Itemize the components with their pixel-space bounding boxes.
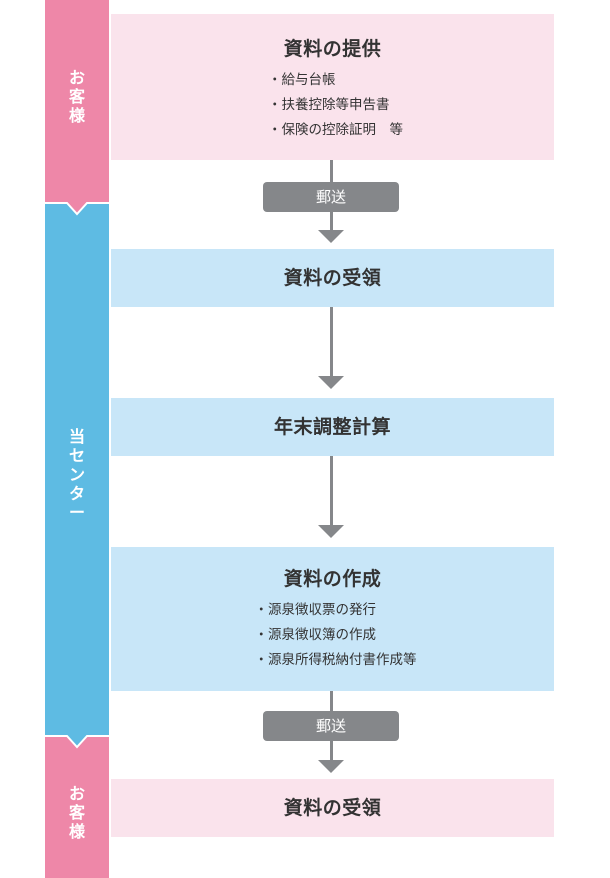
lane-char: タ <box>68 484 85 503</box>
lane-label-customer: お 客 様 <box>45 784 109 841</box>
step-item: 給与台帳 <box>268 68 403 93</box>
lane-customer-bottom: お 客 様 <box>45 736 109 878</box>
step-item: 保険の控除証明 等 <box>268 118 404 143</box>
step-items: 給与台帳 扶養控除等申告書 保険の控除証明 等 <box>268 68 404 143</box>
lane-char: 様 <box>68 822 85 841</box>
step-title: 年末調整計算 <box>273 416 391 438</box>
lane-char: ー <box>68 503 85 522</box>
lane-char: 客 <box>68 803 85 822</box>
lane-char: 当 <box>68 427 85 446</box>
step-receive-documents: 資料の受領 <box>111 249 554 307</box>
lane-char: お <box>68 784 85 803</box>
step-item: 源泉所得税納付書作成等 <box>255 648 417 673</box>
lane-char: お <box>68 68 85 87</box>
step-item: 扶養控除等申告書 <box>268 93 403 118</box>
lane-customer-top: お 客 様 <box>45 0 109 203</box>
lane-center: 当 セ ン タ ー <box>45 203 109 736</box>
step-create-documents: 資料の作成 源泉徴収票の発行 源泉徴収簿の作成 源泉所得税納付書作成等 <box>111 547 554 691</box>
step-item: 源泉徴収簿の作成 <box>255 623 417 648</box>
step-item: 源泉徴収票の発行 <box>255 598 417 623</box>
step-title: 資料の受領 <box>283 267 382 289</box>
arrow-head-icon <box>318 230 344 243</box>
arrow-line <box>330 307 333 377</box>
arrow-head-icon <box>318 525 344 538</box>
lane-char: セ <box>68 446 85 465</box>
step-customer-receive-documents: 資料の受領 <box>111 779 554 837</box>
step-year-end-calculation: 年末調整計算 <box>111 398 554 456</box>
step-title: 資料の作成 <box>283 568 382 590</box>
transfer-label-mail: 郵送 <box>263 182 399 212</box>
lane-label-center: 当 セ ン タ ー <box>45 427 109 522</box>
lane-char: 客 <box>68 87 85 106</box>
step-provide-documents: 資料の提供 給与台帳 扶養控除等申告書 保険の控除証明 等 <box>111 14 554 160</box>
transfer-label-mail: 郵送 <box>263 711 399 741</box>
step-title: 資料の受領 <box>283 797 382 819</box>
arrow-head-icon <box>318 760 344 773</box>
step-title: 資料の提供 <box>283 38 382 60</box>
lane-char: 様 <box>68 106 85 125</box>
arrow-line <box>330 456 333 526</box>
lane-transition-chevron-icon <box>45 201 109 216</box>
lane-char: ン <box>68 465 85 484</box>
arrow-head-icon <box>318 376 344 389</box>
step-items: 源泉徴収票の発行 源泉徴収簿の作成 源泉所得税納付書作成等 <box>255 598 417 673</box>
lane-transition-chevron-icon <box>45 734 109 749</box>
lane-label-customer: お 客 様 <box>45 68 109 125</box>
